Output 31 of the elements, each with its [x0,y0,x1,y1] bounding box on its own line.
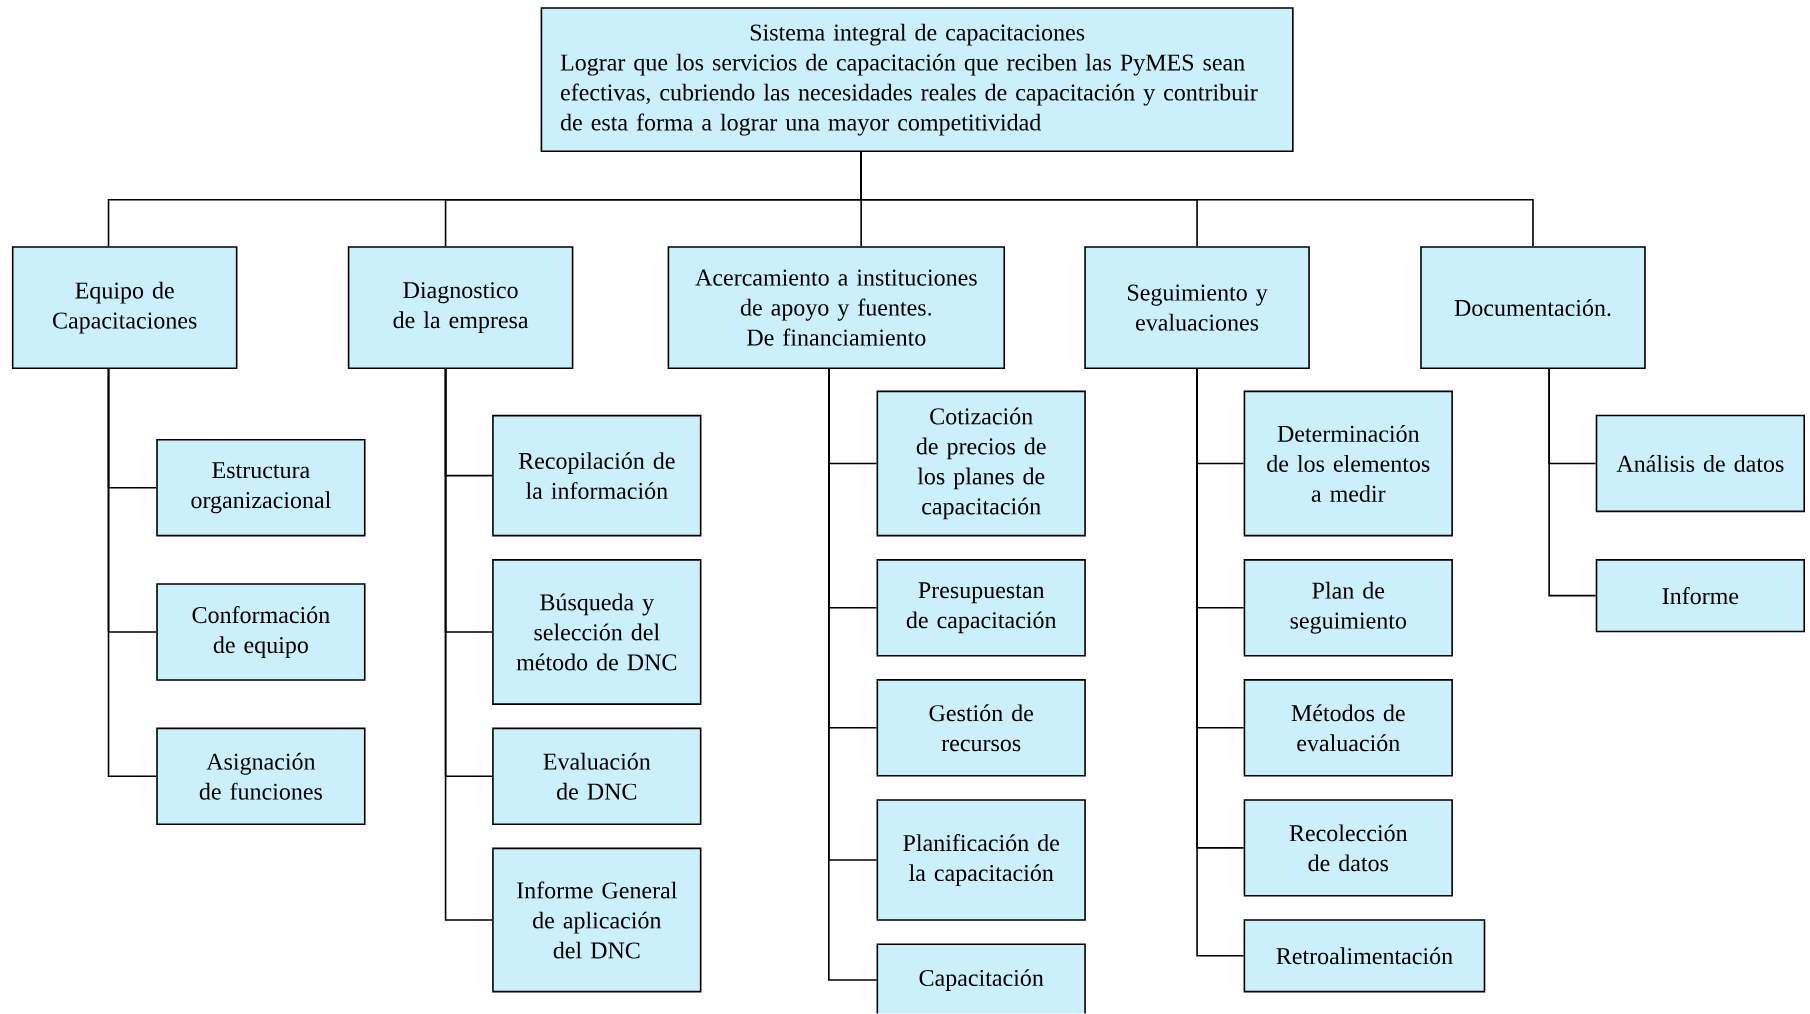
process-box: Estructura organizacional [156,439,366,537]
process-box: Equipo de Capacitaciones [11,246,238,370]
process-box: Análisis de datos [1595,415,1805,513]
connector-line [107,368,158,778]
process-box: Métodos de evaluación [1243,679,1453,777]
process-box: Acercamiento a instituciones de apoyo y fuentes. De financiamiento [667,246,1006,370]
process-box: Recopilación de la información [492,415,702,537]
connector-line [444,368,493,922]
process-box: Gestión de recursos [876,679,1086,777]
process-box: Capacitación [876,943,1086,1014]
process-box: Informe [1595,559,1805,633]
process-box: Cotización de precios de los planes de capacitación [876,390,1086,537]
connector-line [828,368,878,982]
process-box: Plan de seguimiento [1243,559,1453,657]
process-box: Asignación de funciones [156,727,366,826]
process-box: Evaluación de DNC [492,727,702,826]
process-box: Búsqueda y selección del método de DNC [492,559,702,706]
process-box: Determinación de los elementos a medir [1243,390,1453,537]
process-box: Informe General de aplicación del DNC [492,847,702,993]
process-box: Retroalimentación [1243,919,1486,993]
connector-line [1196,368,1245,957]
connector-line [1548,368,1597,597]
process-box: Documentación. [1420,246,1646,370]
process-box: Planificación de la capacitación [876,799,1086,922]
process-box: Presupuestan de capacitación [876,559,1086,657]
process-box: Seguimiento y evaluaciones [1084,246,1310,370]
connector-line [860,151,1534,248]
process-box: Diagnostico de la empresa [347,246,574,370]
process-box: Conformación de equipo [156,583,366,681]
process-box: Recolección de datos [1243,799,1453,897]
heading-box: Sistema integral de capacitaciones Lograr que los servicios de capacitación que reciben las PyMES sean efectivas, cubriendo las necesidades reales de capacitación y contribuir de esta forma a lograr una mayor competitividad [540,7,1294,153]
